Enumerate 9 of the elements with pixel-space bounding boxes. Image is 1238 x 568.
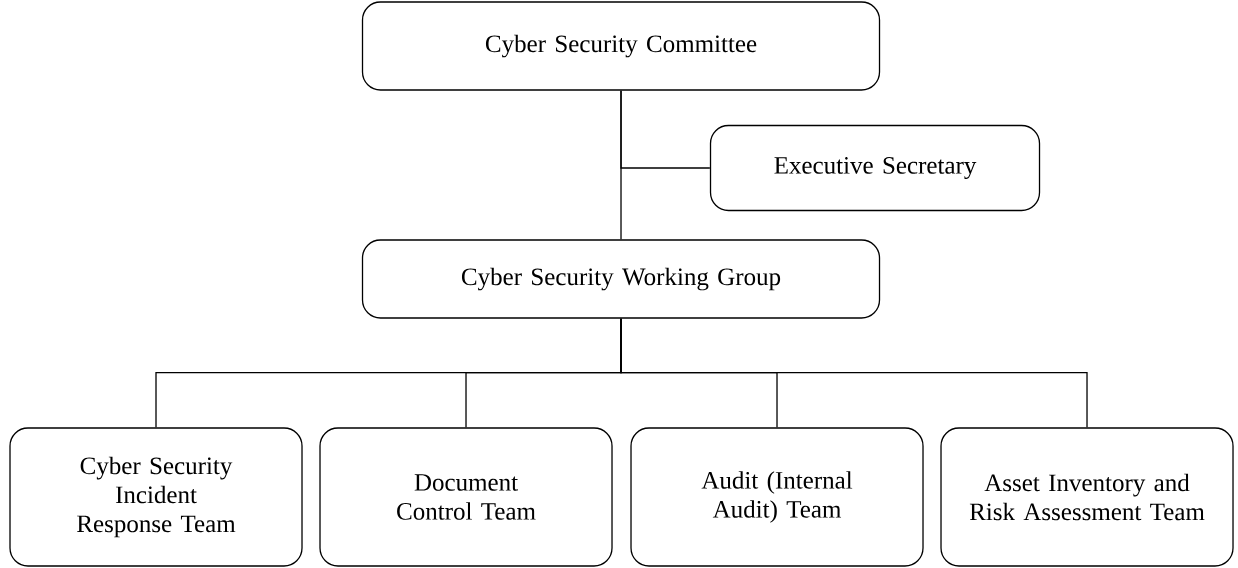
org-box: Document Control Team bbox=[319, 427, 613, 567]
org-box: Cyber Security Working Group bbox=[361, 239, 881, 319]
org-box: Cyber Security Committee bbox=[361, 1, 881, 91]
org-box: Audit (Internal Audit) Team bbox=[630, 427, 924, 567]
org-box: Executive Secretary bbox=[709, 124, 1041, 212]
connector-line bbox=[620, 318, 1088, 428]
org-box: Cyber Security Incident Response Team bbox=[9, 427, 303, 567]
org-box: Asset Inventory and Risk Assessment Team bbox=[940, 427, 1234, 567]
connector-line bbox=[620, 90, 711, 169]
